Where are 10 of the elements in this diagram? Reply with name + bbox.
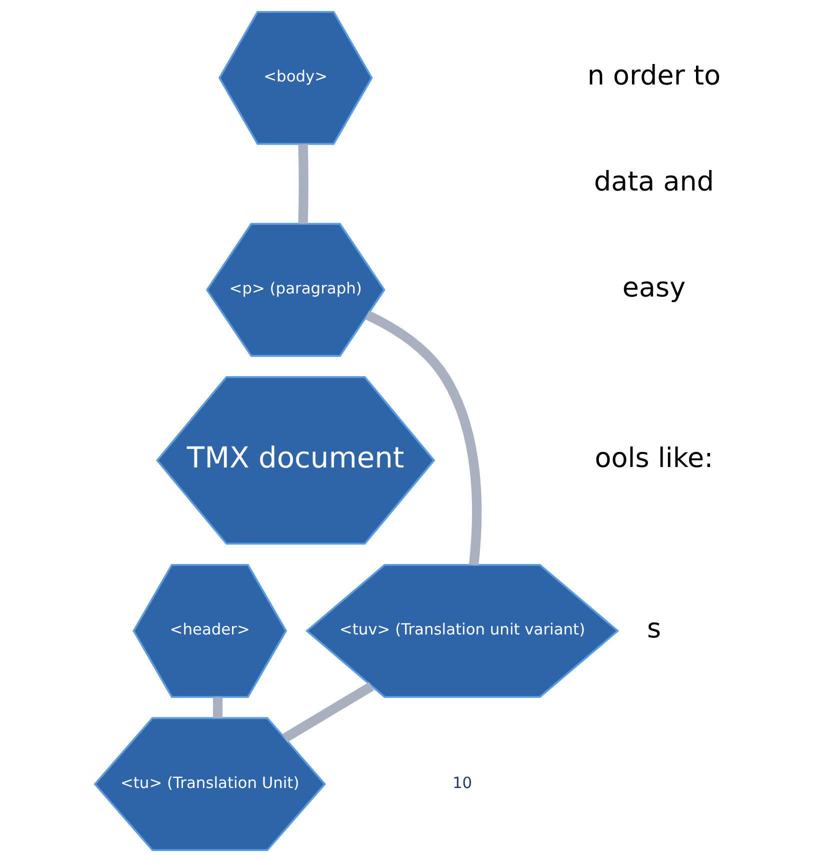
label: easy [622, 272, 686, 304]
label: ools like: [594, 443, 714, 474]
connector [365, 310, 482, 566]
label: data and [594, 166, 714, 198]
connector [282, 682, 374, 742]
label: 10 [452, 774, 472, 792]
label: s [646, 614, 662, 645]
connector [212, 697, 223, 718]
label: n order to [587, 60, 721, 92]
connector [298, 144, 308, 224]
